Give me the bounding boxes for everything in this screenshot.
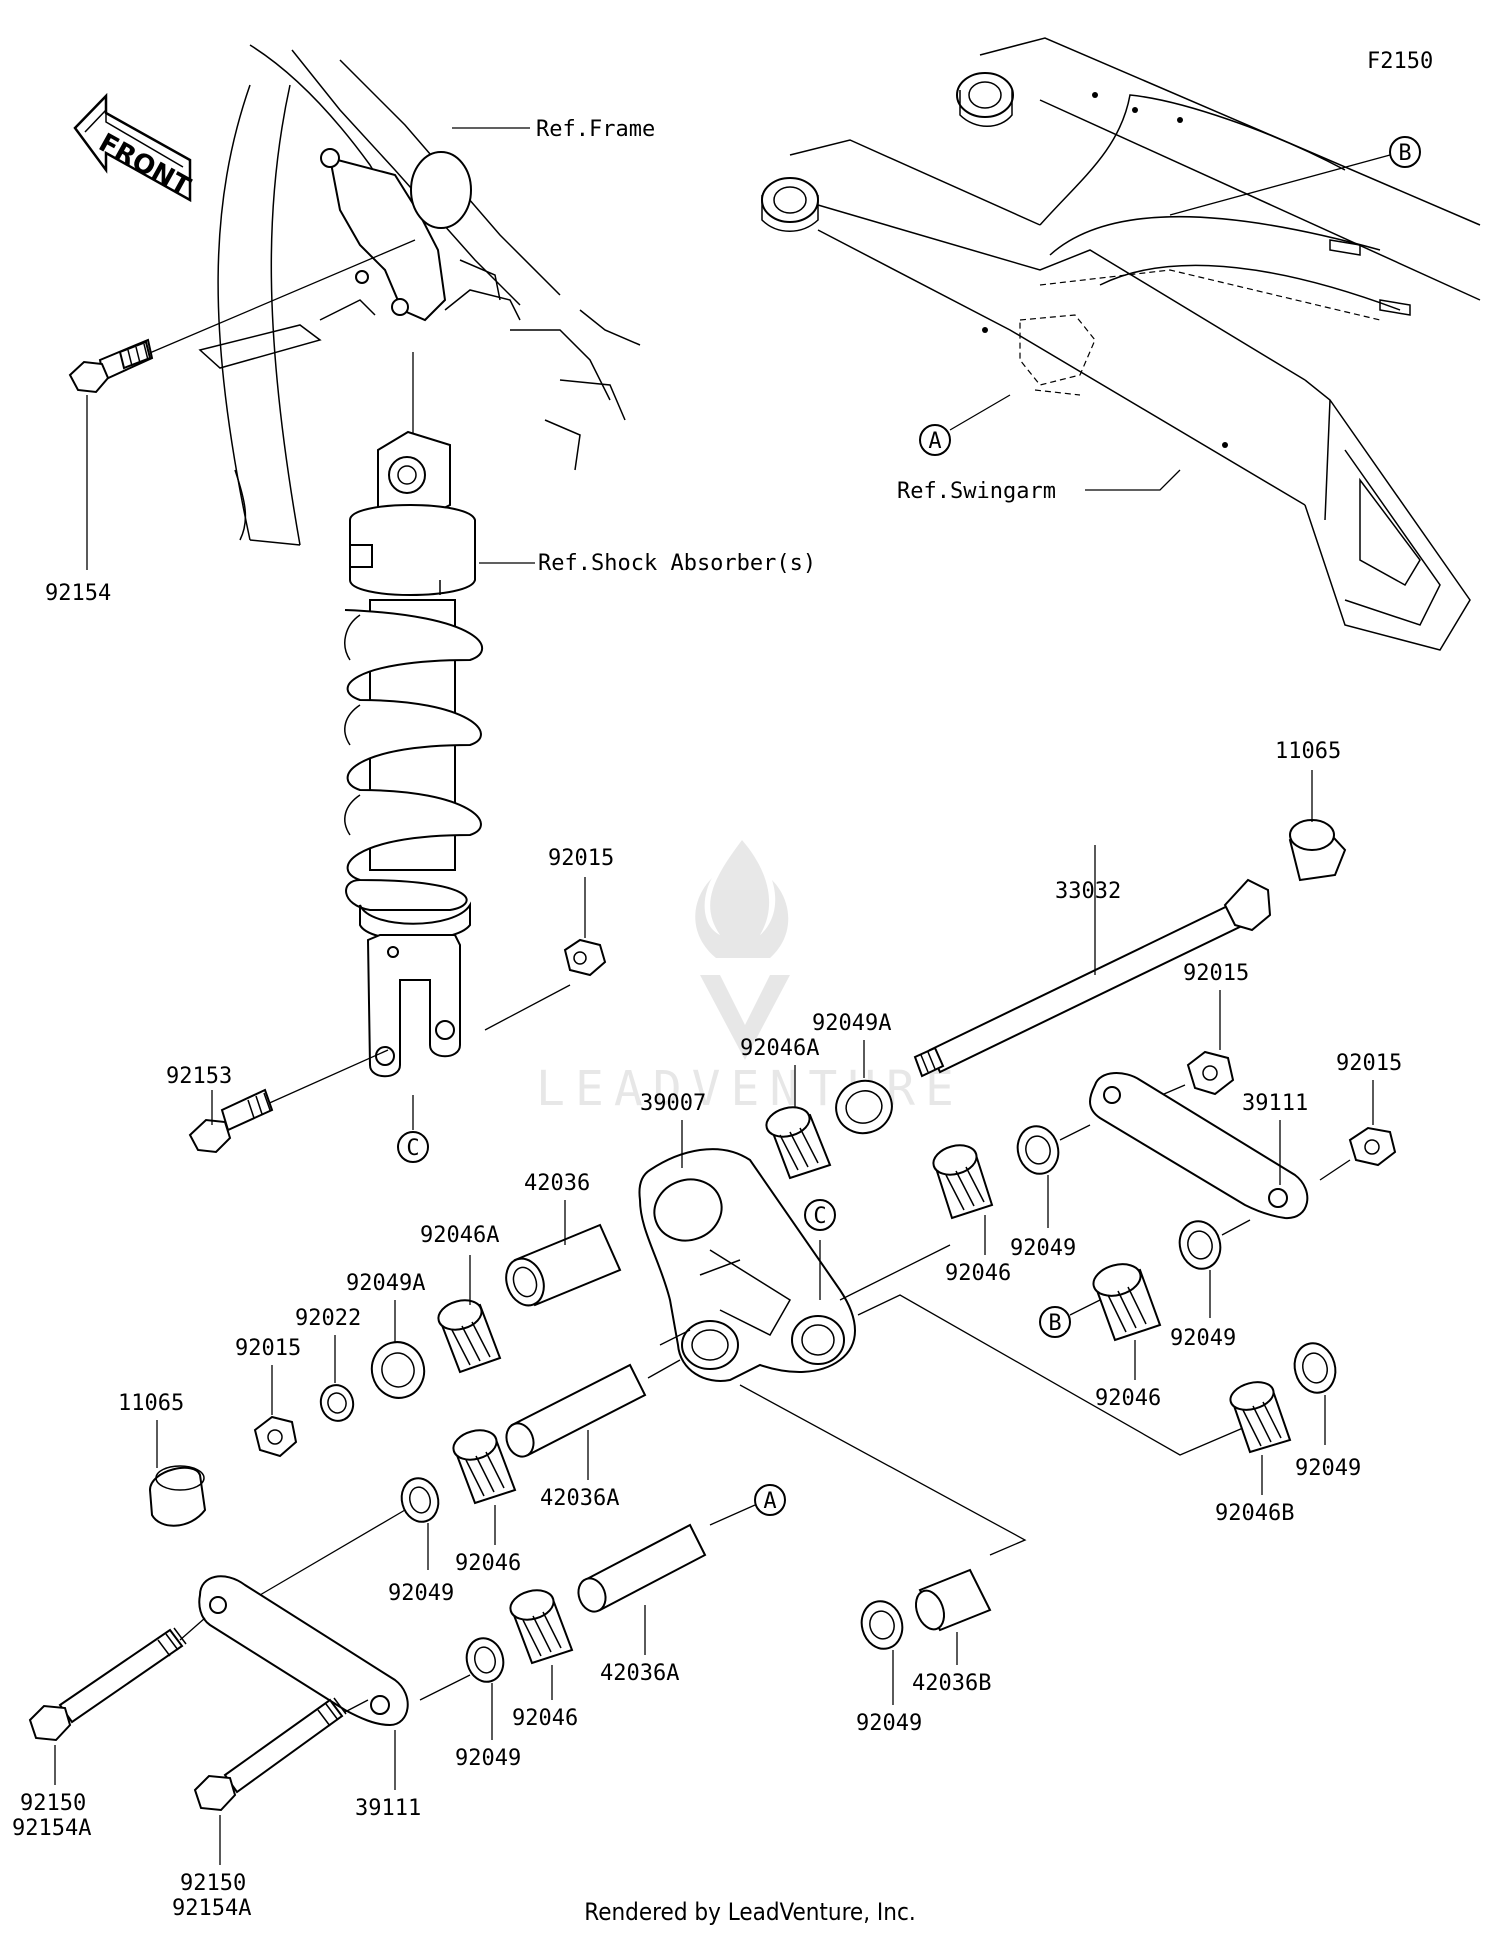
part-39111-right: 39111 [1242,1091,1308,1116]
watermark: LEADVENTURE [536,840,964,1117]
part-92046-mid: 92046 [455,1551,521,1576]
part-92022: 92022 [295,1306,361,1331]
seal-92049-farright: 92049 [1293,1342,1361,1481]
callout-b-top: B [1398,141,1411,166]
link-39111-right: 39111 [1089,1072,1309,1220]
part-92154: 92154 [45,581,111,606]
part-92049-right1: 92049 [1010,1236,1076,1261]
seal-92049-mid: 92049 [259,1477,454,1606]
swingarm-ref-drawing: B A Ref.Swingarm [761,37,1481,651]
ref-frame-label: Ref.Frame [536,117,655,142]
washer-92022: 92022 [295,1306,361,1422]
part-92049-right2: 92049 [1170,1326,1236,1351]
bearing-92046a-left: 92046A [420,1223,502,1374]
collar-42036a-low: 42036A A [577,1484,786,1686]
part-42036b: 42036B [912,1671,991,1696]
part-92046a-top: 92046A [740,1036,819,1061]
ref-shock-label: Ref.Shock Absorber(s) [538,551,816,576]
part-92150-a: 92150 [20,1791,86,1816]
seal-92049-right2: 92049 [1170,1219,1251,1351]
nut-92015-right: 92015 [1319,1051,1402,1181]
part-92049-farright: 92049 [1295,1456,1361,1481]
bearing-92046-right: 92046 [932,1144,1011,1286]
part-92153: 92153 [166,1064,232,1089]
bolt-92153: 92153 [166,1049,389,1154]
part-92154a-a: 92154A [12,1816,91,1841]
part-11065-top: 11065 [1275,739,1341,764]
collar-42036b: 42036B [912,1568,991,1696]
seal-92049a-top: 92049A [812,1011,893,1135]
nut-92015-mid: 92015 [1149,961,1249,1101]
part-92154a-b: 92154A [172,1896,251,1921]
bearing-92046b: 92046B [1215,1381,1294,1526]
callout-a-low: A [763,1489,776,1514]
collar-42036: 42036 [505,1171,622,1307]
seal-92049-right1: 92049 [1010,1124,1091,1261]
cap-11065-top: 11065 [1275,739,1347,882]
part-42036: 42036 [524,1171,590,1196]
part-92046-right: 92046 [945,1261,1011,1286]
callout-b-rocker: B [1048,1311,1061,1336]
nut-92015-shock: 92015 [484,846,614,1031]
bolt-92150-b: 92150 92154A [172,1697,369,1921]
cap-11065-left: 11065 [118,1391,207,1527]
part-92046a-left: 92046A [420,1223,499,1248]
part-92046-low: 92046 [512,1706,578,1731]
watermark-v-icon [700,975,790,1060]
part-92015-right: 92015 [1336,1051,1402,1076]
bolt-33032: 33032 [913,845,1272,1078]
bearing-92046-mid: 92046 [452,1429,521,1576]
bearing-92046-low: 92046 [509,1589,578,1731]
part-33032: 33032 [1055,879,1121,904]
bearing-92046a-top: 92046A [740,1036,832,1180]
bearing-92046-right-lower: 92046 B [1039,1263,1162,1411]
part-92049-bottom: 92049 [856,1711,922,1736]
watermark-flame-icon [695,840,789,958]
nut-92015-left: 92015 [235,1336,301,1458]
part-92046b: 92046B [1215,1501,1294,1526]
bolt-92150-a: 92150 92154A [12,1617,206,1841]
rocker-arm-39007: 39007 C [638,1091,1251,1556]
part-92046-right-lower: 92046 [1095,1386,1161,1411]
footer-credit: Rendered by LeadVenture, Inc. [584,1898,916,1926]
part-92015-mid: 92015 [1183,961,1249,986]
seal-92049a-left: 92049A [346,1271,425,1399]
part-92150-b: 92150 [180,1871,246,1896]
front-arrow-icon: FRONT [73,92,195,202]
part-92015-left: 92015 [235,1336,301,1361]
collar-42036a-mid: 42036A [505,1359,681,1511]
part-39111-left: 39111 [355,1796,421,1821]
callout-c-rocker: C [813,1204,826,1229]
part-92049-mid: 92049 [388,1581,454,1606]
seal-92049-bottom: 92049 [856,1600,922,1736]
part-39007: 39007 [640,1091,706,1116]
frame-ref-drawing: Ref.Frame [198,44,655,546]
part-11065-left: 11065 [118,1391,184,1416]
part-92015-shock: 92015 [548,846,614,871]
watermark-text: LEADVENTURE [536,1061,964,1117]
part-92049-low: 92049 [455,1746,521,1771]
figure-code: F2150 [1367,49,1433,74]
seal-92049-low: 92049 [419,1637,521,1771]
bolt-92154: 92154 [45,239,416,606]
ref-swingarm-label: Ref.Swingarm [897,479,1056,504]
callout-c-shock: C [406,1136,419,1161]
part-92049a-left: 92049A [346,1271,425,1296]
part-42036a-mid: 42036A [540,1486,619,1511]
part-42036a-low: 42036A [600,1661,679,1686]
callout-a-top: A [928,429,941,454]
part-92049a-top: 92049A [812,1011,891,1036]
shock-absorber-drawing: Ref.Shock Absorber(s) C [344,352,816,1163]
link-39111-left: 39111 [198,1575,421,1821]
